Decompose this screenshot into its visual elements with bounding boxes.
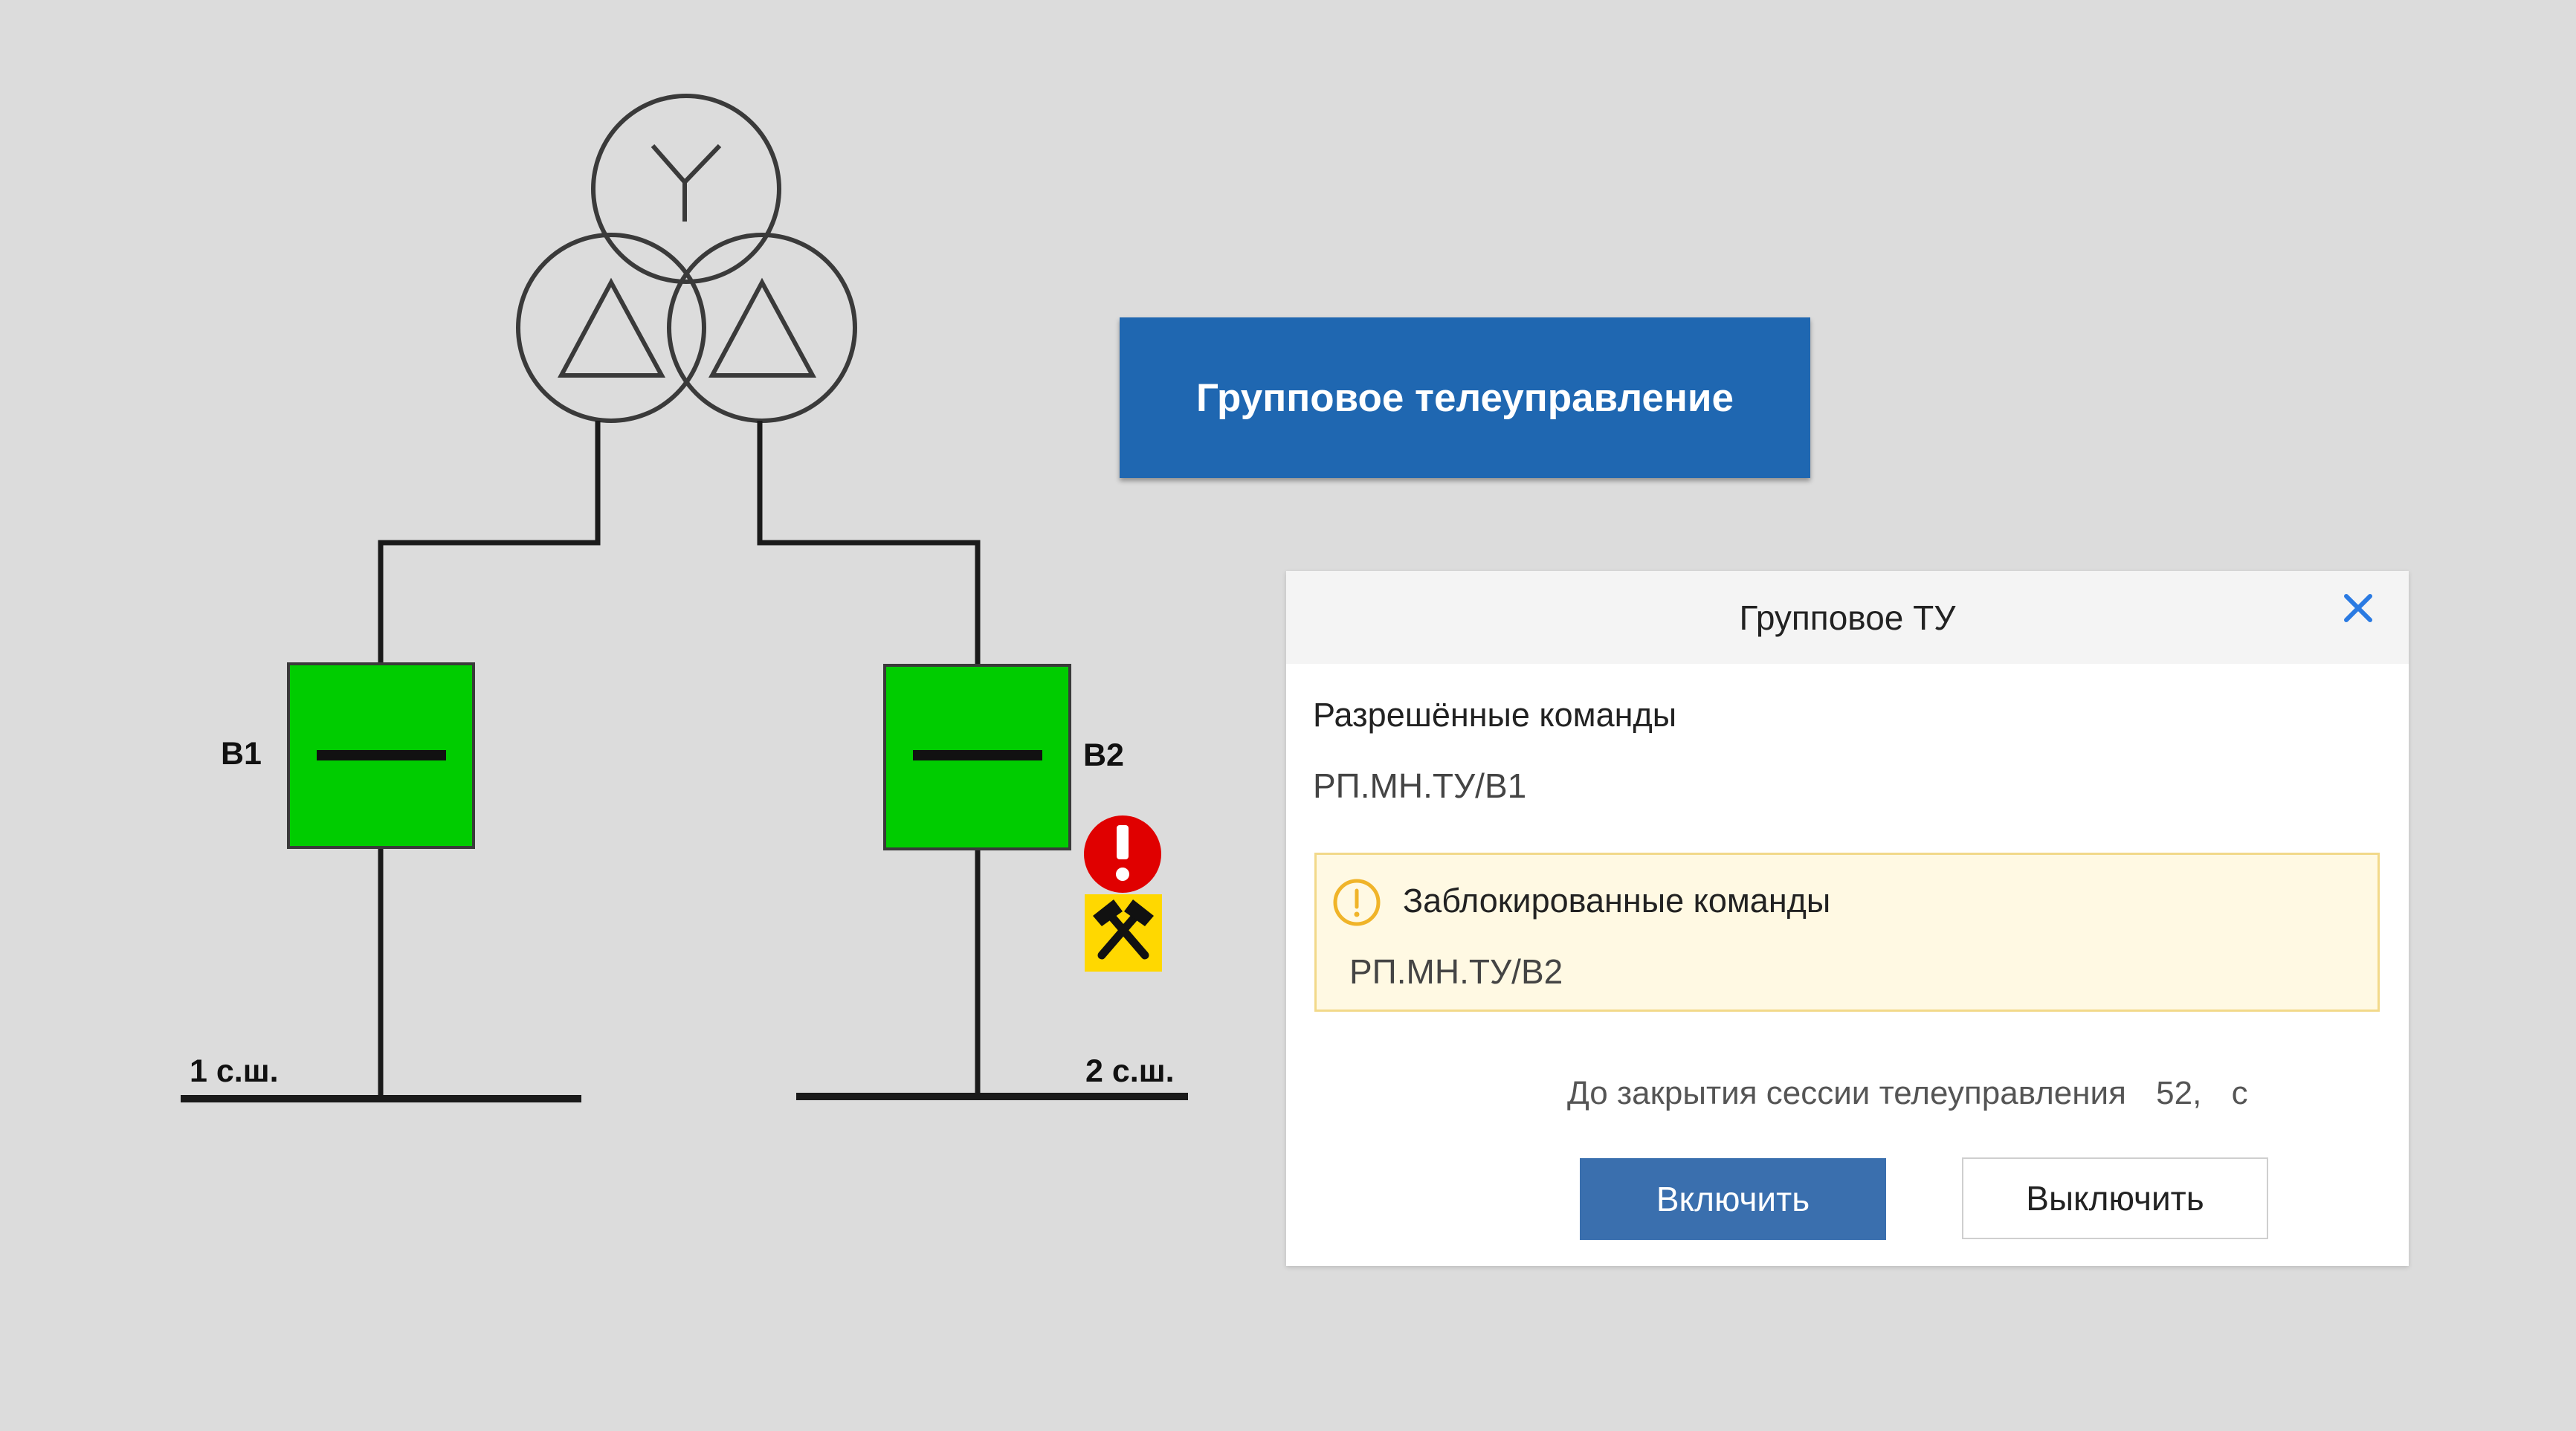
warning-icon [1333, 879, 1381, 926]
delta-winding-icon [708, 277, 817, 378]
breaker-label-b1: В1 [221, 736, 262, 772]
close-icon[interactable] [2336, 586, 2380, 630]
star-winding-icon [651, 143, 722, 222]
group-control-dialog: Групповое ТУ Разрешённые команды РП.МН.Т… [1286, 571, 2409, 1266]
blocked-command-item: РП.МН.ТУ/В2 [1349, 952, 1563, 991]
session-timer-unit: с [2231, 1075, 2248, 1111]
allowed-commands-title: Разрешённые команды [1313, 696, 1677, 734]
dialog-title: Групповое ТУ [1739, 598, 1956, 637]
grounding-tools-icon[interactable] [1085, 894, 1162, 972]
alarm-icon[interactable] [1084, 815, 1161, 893]
switch-off-button[interactable]: Выключить [1962, 1157, 2268, 1239]
blocked-commands-alert: Заблокированные команды РП.МН.ТУ/В2 [1314, 853, 2380, 1012]
three-winding-transformer[interactable] [516, 94, 857, 423]
blocked-commands-title: Заблокированные команды [1403, 882, 1831, 920]
bus-label-1: 1 с.ш. [190, 1053, 279, 1089]
bus-label-2: 2 с.ш. [1085, 1053, 1175, 1089]
session-timer-value: 52, [2156, 1075, 2202, 1111]
session-timer-label: До закрытия сессии телеуправления [1567, 1075, 2126, 1111]
connection-lines [378, 421, 981, 1101]
breaker-b1[interactable] [287, 662, 475, 849]
switch-on-button[interactable]: Включить [1580, 1158, 1886, 1240]
allowed-command-item: РП.МН.ТУ/В1 [1313, 766, 1527, 805]
group-telecontrol-button[interactable]: Групповое телеуправление [1120, 317, 1810, 478]
session-timer: До закрытия сессии телеуправления 52, с [1567, 1075, 2248, 1112]
single-line-diagram: В1 В2 1 с.ш. 2 с.ш. [181, 94, 1188, 1102]
dialog-header: Групповое ТУ [1286, 571, 2409, 664]
breaker-b2[interactable] [883, 664, 1071, 850]
breaker-label-b2: В2 [1083, 737, 1124, 773]
delta-winding-icon [557, 277, 666, 378]
